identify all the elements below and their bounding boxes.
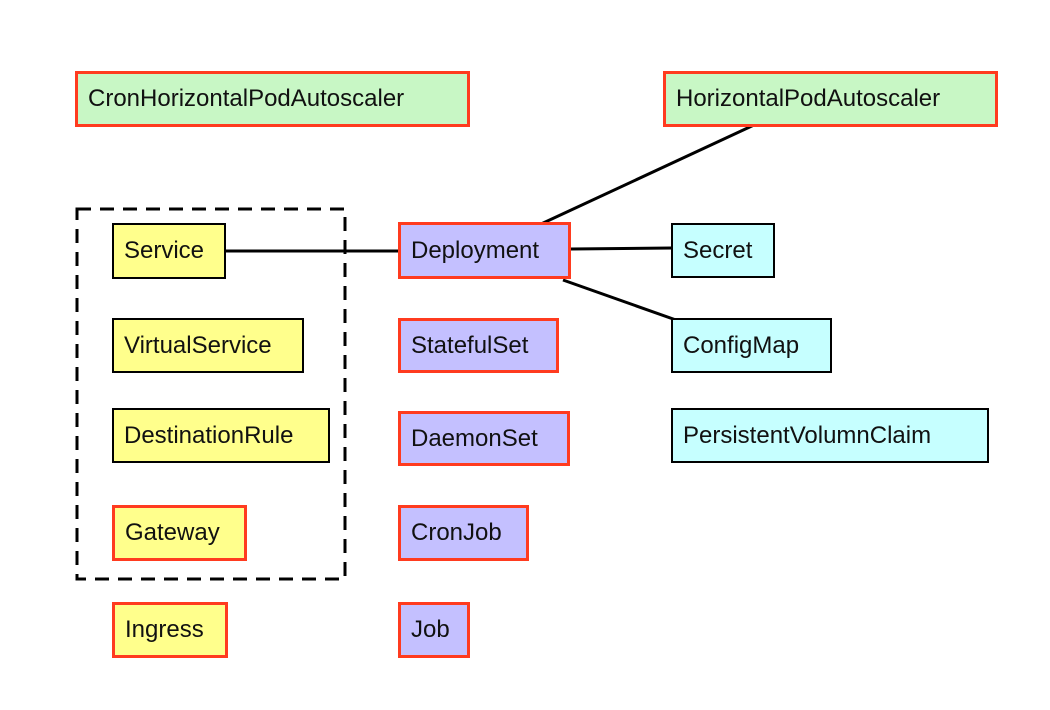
node-label: DestinationRule bbox=[124, 421, 294, 449]
node-hpa: HorizontalPodAutoscaler bbox=[663, 71, 998, 127]
edge-deployment-secret bbox=[570, 246, 673, 251]
node-label: DaemonSet bbox=[411, 424, 538, 452]
node-label: StatefulSet bbox=[411, 331, 529, 359]
node-secret: Secret bbox=[671, 223, 775, 278]
node-cron-hpa: CronHorizontalPodAutoscaler bbox=[75, 71, 470, 127]
node-service: Service bbox=[112, 223, 226, 279]
edge-deployment-hpa bbox=[540, 123, 755, 226]
istio-group-box bbox=[75, 207, 347, 581]
node-destinationrule: DestinationRule bbox=[112, 408, 330, 463]
node-label: PersistentVolumnClaim bbox=[683, 421, 932, 449]
node-label: Job bbox=[411, 616, 450, 643]
node-statefulset: StatefulSet bbox=[398, 318, 559, 373]
node-label: Service bbox=[124, 237, 205, 264]
node-label: Deployment bbox=[411, 236, 540, 264]
node-pvc: PersistentVolumnClaim bbox=[671, 408, 989, 463]
node-virtualservice: VirtualService bbox=[112, 318, 304, 373]
node-deployment: Deployment bbox=[398, 222, 571, 279]
node-label: Gateway bbox=[125, 519, 220, 546]
node-cronjob: CronJob bbox=[398, 505, 529, 561]
node-label: CronHorizontalPodAutoscaler bbox=[88, 85, 405, 112]
node-label: HorizontalPodAutoscaler bbox=[676, 85, 941, 112]
node-gateway: Gateway bbox=[112, 505, 247, 561]
node-ingress: Ingress bbox=[112, 602, 228, 658]
node-configmap: ConfigMap bbox=[671, 318, 832, 373]
node-daemonset: DaemonSet bbox=[398, 411, 570, 466]
node-label: Secret bbox=[683, 236, 753, 264]
node-label: ConfigMap bbox=[683, 331, 800, 359]
node-job: Job bbox=[398, 602, 470, 658]
node-label: CronJob bbox=[411, 519, 502, 546]
node-label: Ingress bbox=[125, 616, 204, 643]
edge-deployment-configmap bbox=[562, 278, 677, 322]
node-label: VirtualService bbox=[124, 331, 272, 359]
